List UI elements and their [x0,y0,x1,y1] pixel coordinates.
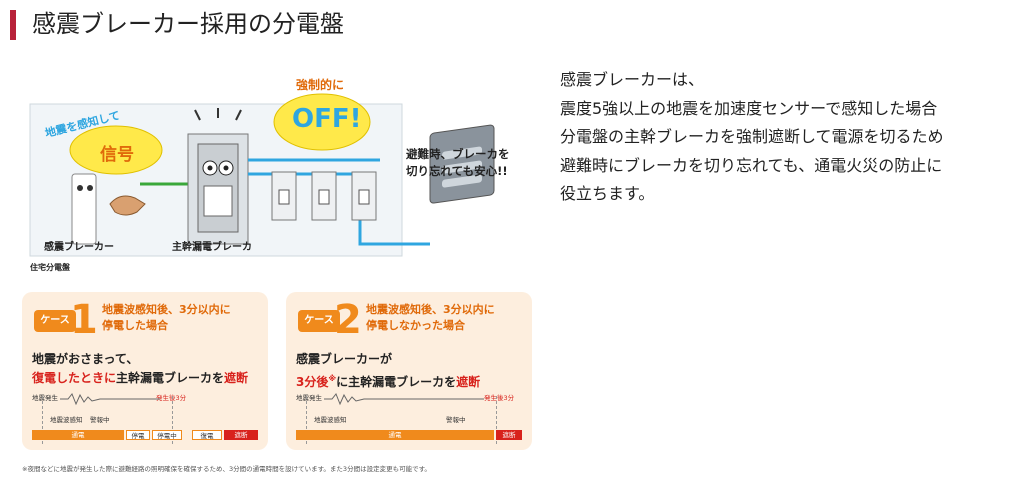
timeline-end: 発生後3分 [484,394,515,402]
timeline-alarm: 警報中 [90,416,110,424]
evac-note: 避難時、ブレーカを 切り忘れても安心!! [406,147,510,178]
bar-restore: 復電 [192,430,222,440]
timeline-detect: 地震波感知 [314,416,347,424]
case-2-badge: ケース 2 [298,297,364,343]
page-title: 感震ブレーカー採用の分電盤 [32,10,344,38]
headline-rest: 主幹漏電ブレーカを [116,371,225,385]
signal-label: 信号 [100,145,134,165]
board-label: 住宅分電盤 [30,263,70,272]
headline-sup: ※ [328,374,337,383]
case-2-timeline: 地震発生 発生後3分 地震波感知 警報中 通電 遮断 [296,392,524,444]
case-1-badge: ケース 1 [34,297,100,343]
timeline-start: 地震発生 [32,394,58,402]
case-condition: 地震波感知後、3分以内に 停電しなかった場合 [366,303,495,332]
case-badge-label: ケース [298,310,340,332]
quake-wave [60,393,160,406]
main-breaker-label: 主幹漏電ブレーカ [172,242,252,253]
case-condition: 地震波感知後、3分以内に 停電した場合 [102,303,231,332]
headline-red: 復電したときに [32,371,117,385]
bar-power-on: 通電 [32,430,124,440]
wall-switch-shape [429,124,495,204]
case-1-card: ケース 1 地震波感知後、3分以内に 停電した場合 地震がおさまって、復電したと… [22,292,268,450]
distribution-board-illustration [29,93,495,257]
case-headline: 地震がおさまって、復電したときに主幹漏電ブレーカを遮断 [32,350,262,388]
headline-rest: に主幹漏電ブレーカを [336,375,457,389]
case-headline: 感震ブレーカーが 3分後※に主幹漏電ブレーカを遮断 [296,350,526,392]
kanshin-breaker-label: 感震ブレーカー [44,242,114,253]
timeline-alarm: 警報中 [446,416,466,424]
bar-cutoff: 遮断 [496,430,522,440]
off-label: OFF! [292,104,362,134]
case-1-timeline: 地震発生 発生後3分 地震波感知 警報中 通電 停電 停電中 復電 遮断 [32,392,260,444]
kanshin-breaker-shape [71,173,97,245]
bar-outage-ongoing: 停電中 [152,430,182,440]
title-accent-bar [10,10,16,40]
description-text: 感震ブレーカーは、 震度5強以上の地震を加速度センサーで感知した場合 分電盤の主… [560,70,944,203]
headline-line1: 感震ブレーカーが [296,352,393,366]
headline-red2: 遮断 [224,371,249,385]
case-2-card: ケース 2 地震波感知後、3分以内に 停電しなかった場合 感震ブレーカーが 3分後… [286,292,532,450]
timeline-end: 発生後3分 [156,394,187,402]
quake-wave [324,393,484,406]
bar-outage: 停電 [126,430,150,440]
case-badge-label: ケース [34,310,76,332]
hand-shape [109,195,146,216]
timeline-start: 地震発生 [296,394,322,402]
bar-power-on: 通電 [296,430,494,440]
page-header: 感震ブレーカー採用の分電盤 [10,8,1014,42]
force-label: 強制的に [296,78,345,92]
illustration: 強制的に OFF! 地震を感知して 信号 避難時、ブレーカを 切り忘れても安心!… [0,64,545,476]
timeline-detect: 地震波感知 [50,416,83,424]
footnote: ※夜間などに地震が発生した際に避難経路の照明確保を確保するため、3分間の通電時間… [22,465,431,473]
case-number: 2 [334,297,362,343]
headline-line1: 地震がおさまって、 [32,352,139,366]
headline-red2: 遮断 [456,375,481,389]
headline-red: 3分後 [296,375,329,389]
bar-cutoff: 遮断 [224,430,258,440]
case-number: 1 [70,297,98,343]
